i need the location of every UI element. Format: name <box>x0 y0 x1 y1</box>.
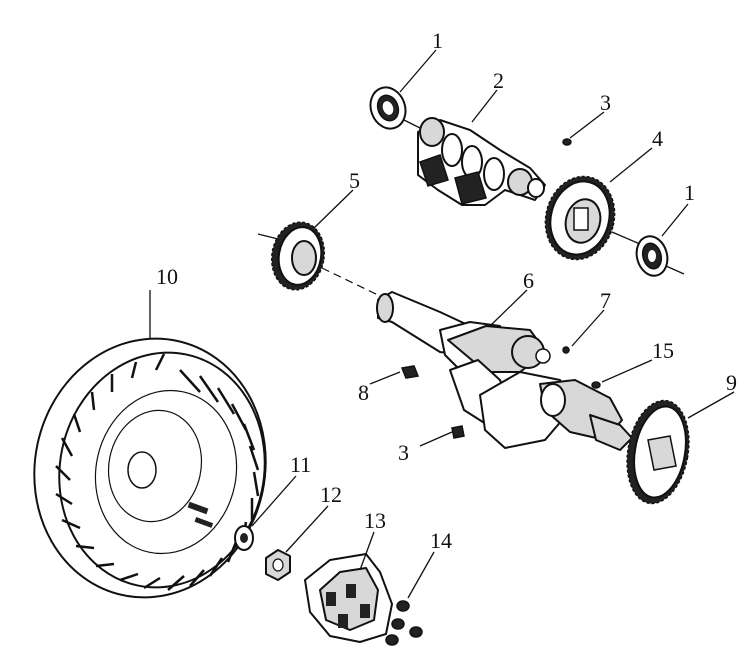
callout-5: 5 <box>349 168 360 193</box>
part-key-bottom <box>451 425 465 439</box>
callout-13: 13 <box>364 508 386 533</box>
callout-2: 2 <box>493 68 504 93</box>
callout-7: 7 <box>600 288 611 313</box>
callout-3-bottom: 3 <box>398 440 409 465</box>
part-cam-gear <box>544 175 641 261</box>
part-bolts <box>385 600 423 646</box>
leader-lines <box>251 49 735 599</box>
flywheel-fins <box>55 353 260 591</box>
part-crank-gear <box>257 221 381 297</box>
callout-15: 15 <box>652 338 674 363</box>
callout-8: 8 <box>358 380 369 405</box>
callout-3-top: 3 <box>600 90 611 115</box>
part-crankshaft <box>376 291 633 451</box>
callout-1-top: 1 <box>432 28 443 53</box>
part-bearing-right <box>635 235 685 277</box>
callout-1-right: 1 <box>684 180 695 205</box>
part-bearing-top <box>369 86 421 130</box>
callout-9: 9 <box>726 370 737 395</box>
part-nut <box>265 549 291 581</box>
callout-10: 10 <box>156 264 178 289</box>
callout-14: 14 <box>430 528 452 553</box>
part-pin-7 <box>562 346 570 354</box>
callout-6: 6 <box>523 268 534 293</box>
callout-12: 12 <box>320 482 342 507</box>
callout-11: 11 <box>290 452 311 477</box>
part-key-top <box>562 138 572 146</box>
part-key-8 <box>400 365 420 379</box>
callout-4: 4 <box>652 126 663 151</box>
part-starter-cup <box>304 553 393 643</box>
part-washer <box>234 525 254 551</box>
part-camshaft <box>417 117 546 206</box>
part-flywheel <box>33 290 267 599</box>
callout-labels: 1 2 3 4 1 5 6 7 15 9 8 3 10 11 12 13 14 <box>156 28 737 553</box>
part-pin-15 <box>591 381 601 389</box>
part-output-gear <box>626 399 690 505</box>
